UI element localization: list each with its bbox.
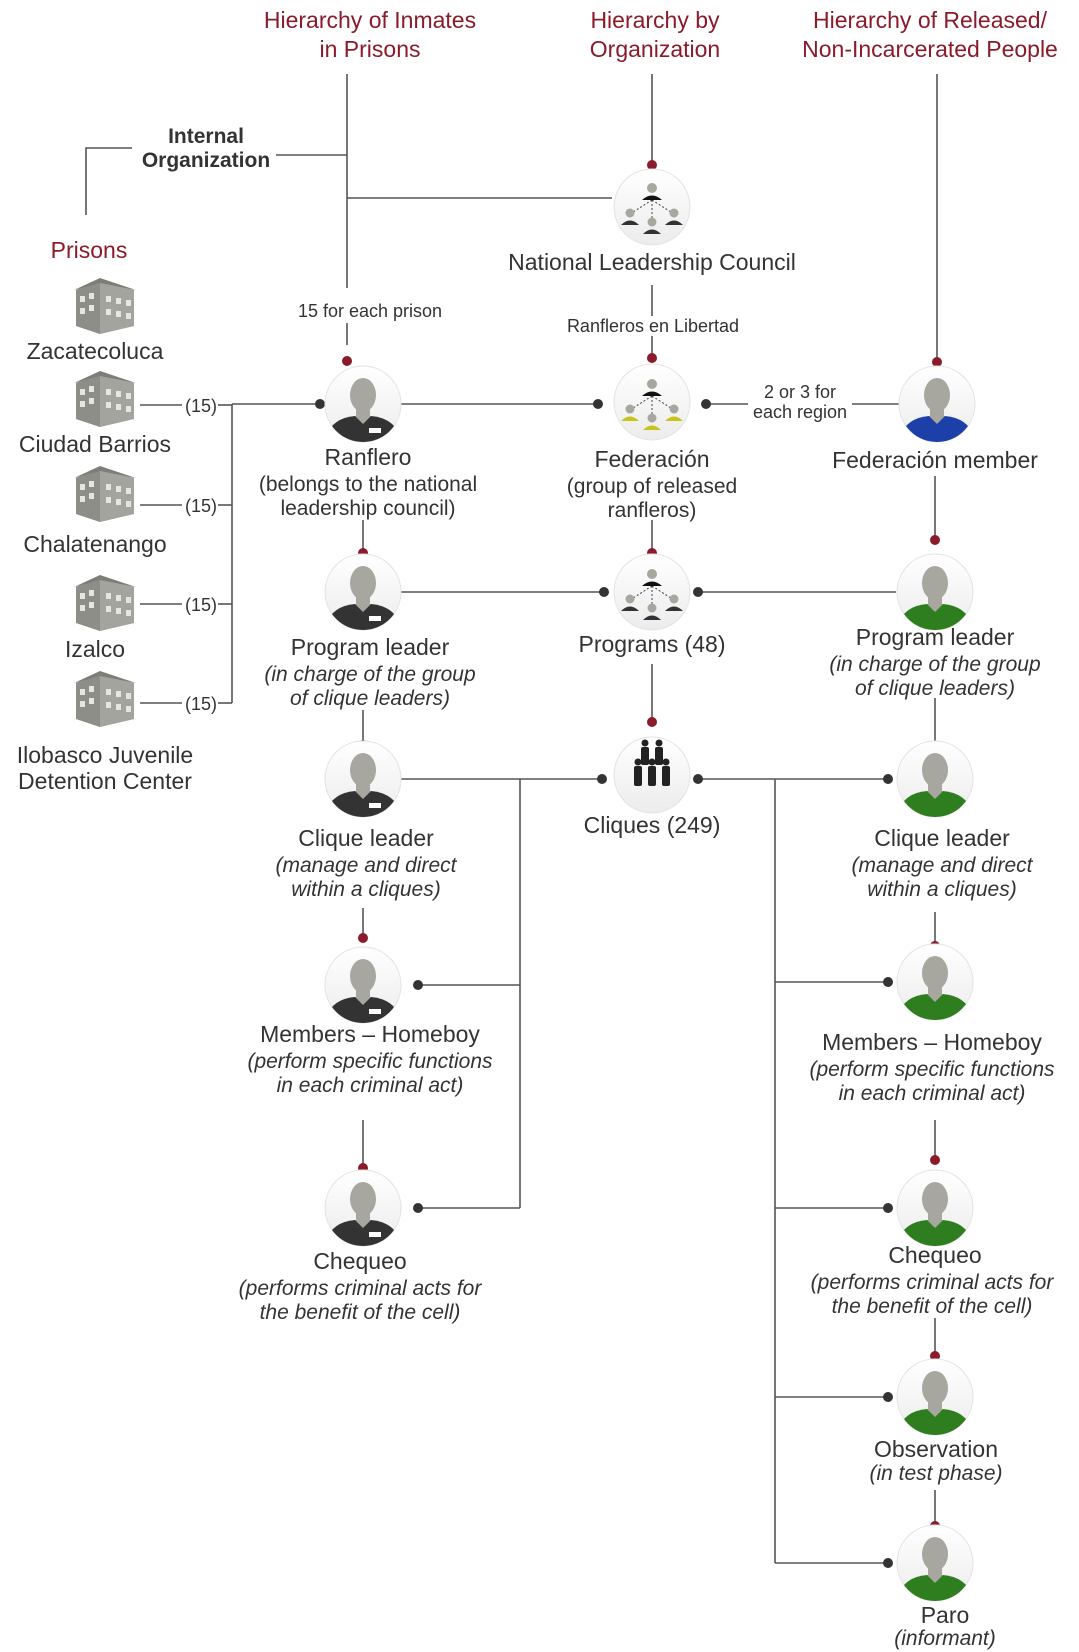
prison-name: Zacatecoluca: [26, 338, 164, 364]
fifteen-each-prison-label: 15 for each prison: [270, 301, 470, 322]
person-icon: [324, 740, 402, 818]
person-icon: [324, 553, 402, 631]
prison-name: Izalco: [64, 636, 126, 662]
inmate-members-title: Members – Homeboy: [260, 1021, 480, 1047]
observation-title: Observation: [873, 1436, 998, 1462]
federacion-member-label: Federación member: [832, 447, 1038, 473]
released-members-title: Members – Homeboy: [822, 1029, 1042, 1055]
ranfleros-libertad-label: Ranfleros en Libertad: [553, 316, 753, 337]
person-icon: [896, 1524, 974, 1602]
federacion-title: Federación: [594, 446, 710, 472]
person-icon: [896, 943, 974, 1021]
header-released: Hierarchy of Released/Non-Incarcerated P…: [802, 7, 1058, 62]
ranflero-title: Ranflero: [324, 444, 412, 470]
prison-name: Ciudad Barrios: [18, 431, 172, 457]
released-program-leader-title: Program leader: [855, 624, 1015, 650]
prison-count: (15): [184, 496, 217, 516]
observation-subtitle: (in test phase): [869, 1462, 1003, 1485]
prisons-title: Prisons: [50, 237, 128, 263]
programs-label: Programs (48): [578, 631, 726, 657]
prison-building-icon: [74, 278, 136, 334]
person-icon: [324, 1169, 402, 1247]
person-icon: [324, 946, 402, 1024]
person-icon: [896, 553, 974, 631]
inmate-program-leader-title: Program leader: [290, 634, 450, 660]
prison-building-icon: [74, 575, 136, 631]
person-icon: [896, 740, 974, 818]
prison-count: (15): [184, 694, 217, 714]
cliques-label: Cliques (249): [583, 812, 721, 838]
federacion-icon: [613, 363, 691, 441]
inmate-clique-leader-title: Clique leader: [298, 825, 434, 851]
person-icon: [324, 365, 402, 443]
prison-name: Chalatenango: [23, 531, 167, 557]
person-icon: [896, 1358, 974, 1436]
paro-subtitle: (informant): [894, 1627, 996, 1650]
prison-building-icon: [74, 466, 136, 522]
national-leadership-council-label: National Leadership Council: [508, 249, 796, 275]
person-icon: [896, 1169, 974, 1247]
prison-building-icon: [74, 371, 136, 427]
released-clique-leader-title: Clique leader: [874, 825, 1010, 851]
person-icon: [898, 365, 976, 443]
leadership-council-icon: [613, 168, 691, 246]
prison-building-icon: [74, 671, 136, 727]
cliques-group-icon: [613, 736, 691, 814]
prison-count: (15): [184, 396, 217, 416]
released-chequeo-title: Chequeo: [888, 1242, 982, 1268]
inmate-chequeo-title: Chequeo: [313, 1248, 407, 1274]
programs-icon: [613, 553, 691, 631]
prison-count: (15): [184, 595, 217, 615]
paro-title: Paro: [920, 1602, 970, 1628]
